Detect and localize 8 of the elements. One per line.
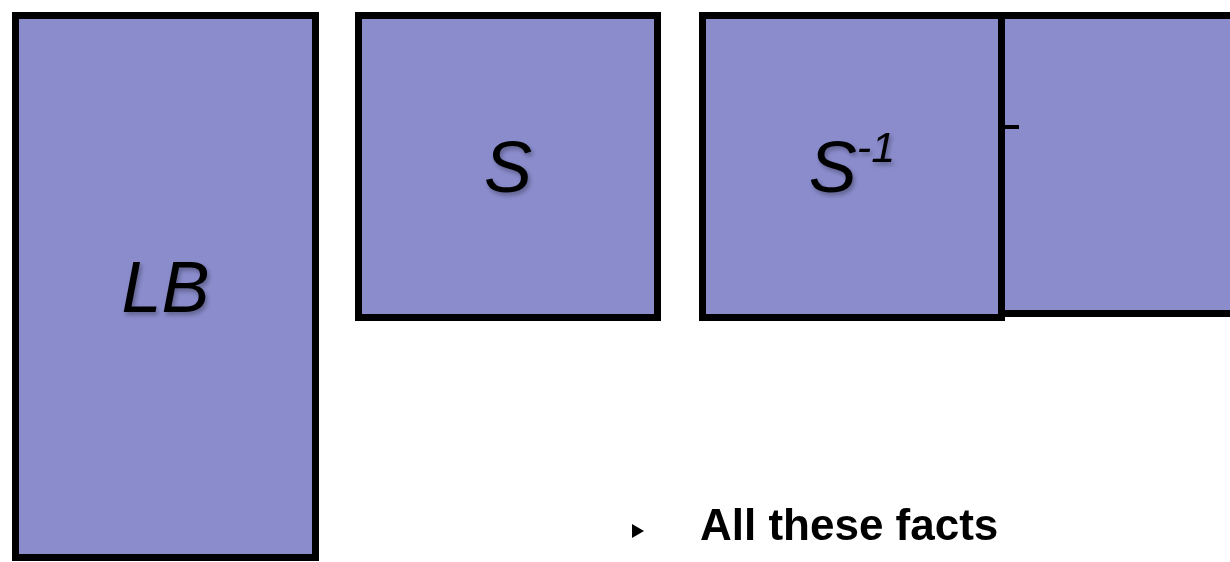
matrix-block — [12, 12, 319, 561]
matrix-symbol: S$^{-1}$ — [808, 125, 896, 208]
matrix-symbol: LB — [121, 245, 210, 328]
matrix-block — [355, 12, 661, 321]
bullet-text: All these facts — [700, 500, 999, 550]
empty-box — [1005, 12, 1230, 317]
matrix-symbol: S — [484, 125, 532, 208]
matrix-block — [699, 12, 1005, 321]
